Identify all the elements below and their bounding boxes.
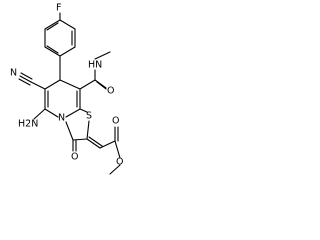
double-bond (88, 136, 103, 147)
bond (94, 79, 107, 89)
nitrile-nitrogen-atom-label: N (10, 68, 17, 79)
triple-bond (20, 72, 33, 80)
bond (33, 108, 46, 120)
lactam-oxygen-atom-label: O (71, 152, 78, 163)
double-bond-inner (46, 45, 59, 54)
bond (86, 120, 90, 140)
double-bond (86, 138, 101, 149)
bond (44, 46, 61, 57)
triple-bond (19, 75, 32, 83)
bond (79, 108, 88, 113)
bond (99, 140, 116, 149)
bond (59, 46, 76, 57)
ester-ether-oxygen-atom-label: O (116, 157, 123, 168)
bond (44, 79, 61, 90)
chemical-structure-diagram: F N HN O H2N N S O O O (10, 3, 123, 175)
sulfur-atom-label: S (86, 111, 92, 122)
amide-nh-atom-label: HN (88, 60, 102, 71)
double-bond-inner (46, 22, 59, 31)
six-membered-ring (44, 79, 81, 118)
fluorine-atom-label: F (56, 3, 61, 14)
bond (72, 138, 88, 141)
bond (59, 19, 76, 30)
triple-bond (18, 78, 31, 86)
bond (65, 121, 74, 141)
bond (79, 79, 96, 90)
bond (65, 108, 81, 118)
ring-nitrogen-atom-label: N (58, 113, 65, 124)
bond (44, 108, 59, 118)
bond (114, 140, 121, 159)
fluorophenyl-ring (44, 19, 76, 57)
bond (30, 81, 46, 90)
bond (109, 164, 121, 175)
double-bond (96, 81, 107, 90)
amine-atom-label: H2N (18, 119, 38, 130)
bond (59, 79, 81, 90)
amide-oxygen-atom-label: O (107, 86, 114, 97)
bond (44, 19, 61, 30)
ester-carbonyl-oxygen-atom-label: O (112, 116, 119, 127)
thiazole-ring (65, 108, 90, 141)
bond (94, 51, 111, 60)
